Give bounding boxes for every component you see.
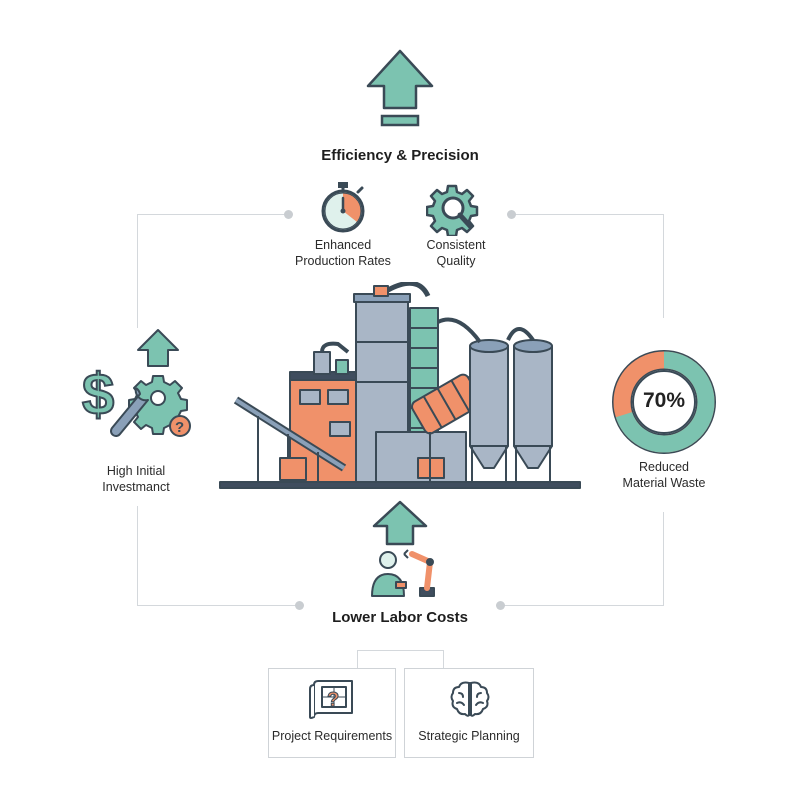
strategic-planning-card: Strategic Planning	[404, 668, 534, 758]
frame-bottom-right-line	[503, 605, 664, 606]
brain-icon	[449, 679, 491, 719]
reduced-material-waste-label: Reduced Material Waste	[608, 459, 720, 491]
frame-dot	[496, 601, 505, 610]
label-line: Enhanced	[314, 238, 372, 252]
frame-right-lower-line	[663, 512, 664, 606]
svg-text:?: ?	[327, 689, 339, 711]
up-arrow-icon	[370, 500, 430, 546]
frame-top-right-line	[515, 214, 663, 215]
high-initial-investment-label: High Initial Investmanct	[80, 463, 192, 495]
stopwatch-icon	[316, 180, 370, 234]
project-requirements-card: ? Project Requirements	[268, 668, 396, 758]
enhanced-production-label: Enhanced Production Rates	[285, 237, 401, 269]
up-arrow-icon	[366, 48, 434, 128]
label-line: Quality	[436, 254, 476, 268]
svg-text:$: $	[82, 362, 114, 427]
frame-dot	[284, 210, 293, 219]
svg-text:?: ?	[175, 419, 184, 436]
label-line: Production Rates	[295, 254, 391, 268]
frame-dot	[507, 210, 516, 219]
factory-illustration	[218, 282, 582, 494]
label-line: High Initial	[106, 464, 166, 478]
strategic-planning-label: Strategic Planning	[418, 729, 520, 743]
frame-bottom-left-line	[137, 605, 297, 606]
gear-magnifier-icon	[426, 182, 482, 236]
consistent-quality-label: Consistent Quality	[410, 237, 502, 269]
top-heading: Efficiency & Precision	[321, 147, 479, 164]
bottom-heading: Lower Labor Costs	[332, 609, 468, 626]
blueprint-question-icon: ?	[308, 679, 356, 721]
box-connector-stem	[443, 650, 444, 668]
gauge-value: 70%	[642, 389, 686, 412]
frame-top-left-line	[137, 214, 284, 215]
box-connector-stem	[357, 650, 358, 668]
box-connector-bar	[357, 650, 443, 651]
frame-left-upper-line	[137, 214, 138, 328]
label-line: Investmanct	[102, 480, 170, 494]
label-line: Reduced	[638, 460, 690, 474]
material-waste-gauge	[612, 350, 716, 454]
worker-robot-arm-icon	[366, 544, 442, 600]
label-line: Consistent	[426, 238, 486, 252]
cost-gear-wrench-icon: $ ?	[80, 326, 200, 456]
project-requirements-label: Project Requirements	[271, 729, 393, 743]
frame-right-upper-line	[663, 214, 664, 318]
label-line: Material Waste	[622, 476, 706, 490]
frame-left-lower-line	[137, 506, 138, 606]
frame-dot	[295, 601, 304, 610]
